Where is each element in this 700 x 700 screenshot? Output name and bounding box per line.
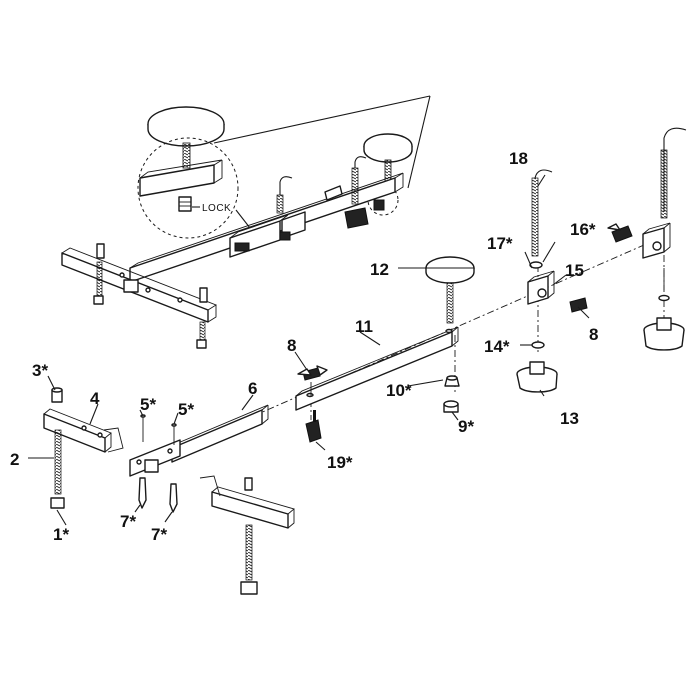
callout-5b: 5*	[178, 400, 194, 419]
callout-18: 18	[509, 149, 528, 168]
callout-17: 17*	[487, 234, 513, 253]
callout-4: 4	[90, 389, 100, 408]
callout-1: 1*	[53, 525, 69, 544]
callout-3: 3*	[32, 361, 48, 380]
callout-2: 2	[10, 450, 19, 469]
callout-12: 12	[370, 260, 389, 279]
callout-5a: 5*	[140, 395, 156, 414]
assembled-view: LOCK	[61, 95, 431, 349]
callout-labels: 1* 2 3* 4 5* 5* 6 7* 7* 8 8 9* 10* 11 12…	[10, 149, 598, 544]
exploded-view	[28, 127, 687, 595]
callout-11: 11	[355, 317, 373, 336]
callout-9: 9*	[458, 417, 474, 436]
callout-13: 13	[560, 409, 579, 428]
callout-8b: 8	[589, 325, 598, 344]
callout-15: 15	[565, 261, 584, 280]
callout-16: 16*	[570, 220, 596, 239]
callout-7b: 7*	[151, 525, 167, 544]
callout-10: 10*	[386, 381, 412, 400]
callout-14: 14*	[484, 337, 510, 356]
callout-7a: 7*	[120, 512, 136, 531]
callout-8a: 8	[287, 336, 296, 355]
lock-label: LOCK	[202, 203, 231, 214]
callout-19: 19*	[327, 453, 353, 472]
callout-6: 6	[248, 379, 257, 398]
